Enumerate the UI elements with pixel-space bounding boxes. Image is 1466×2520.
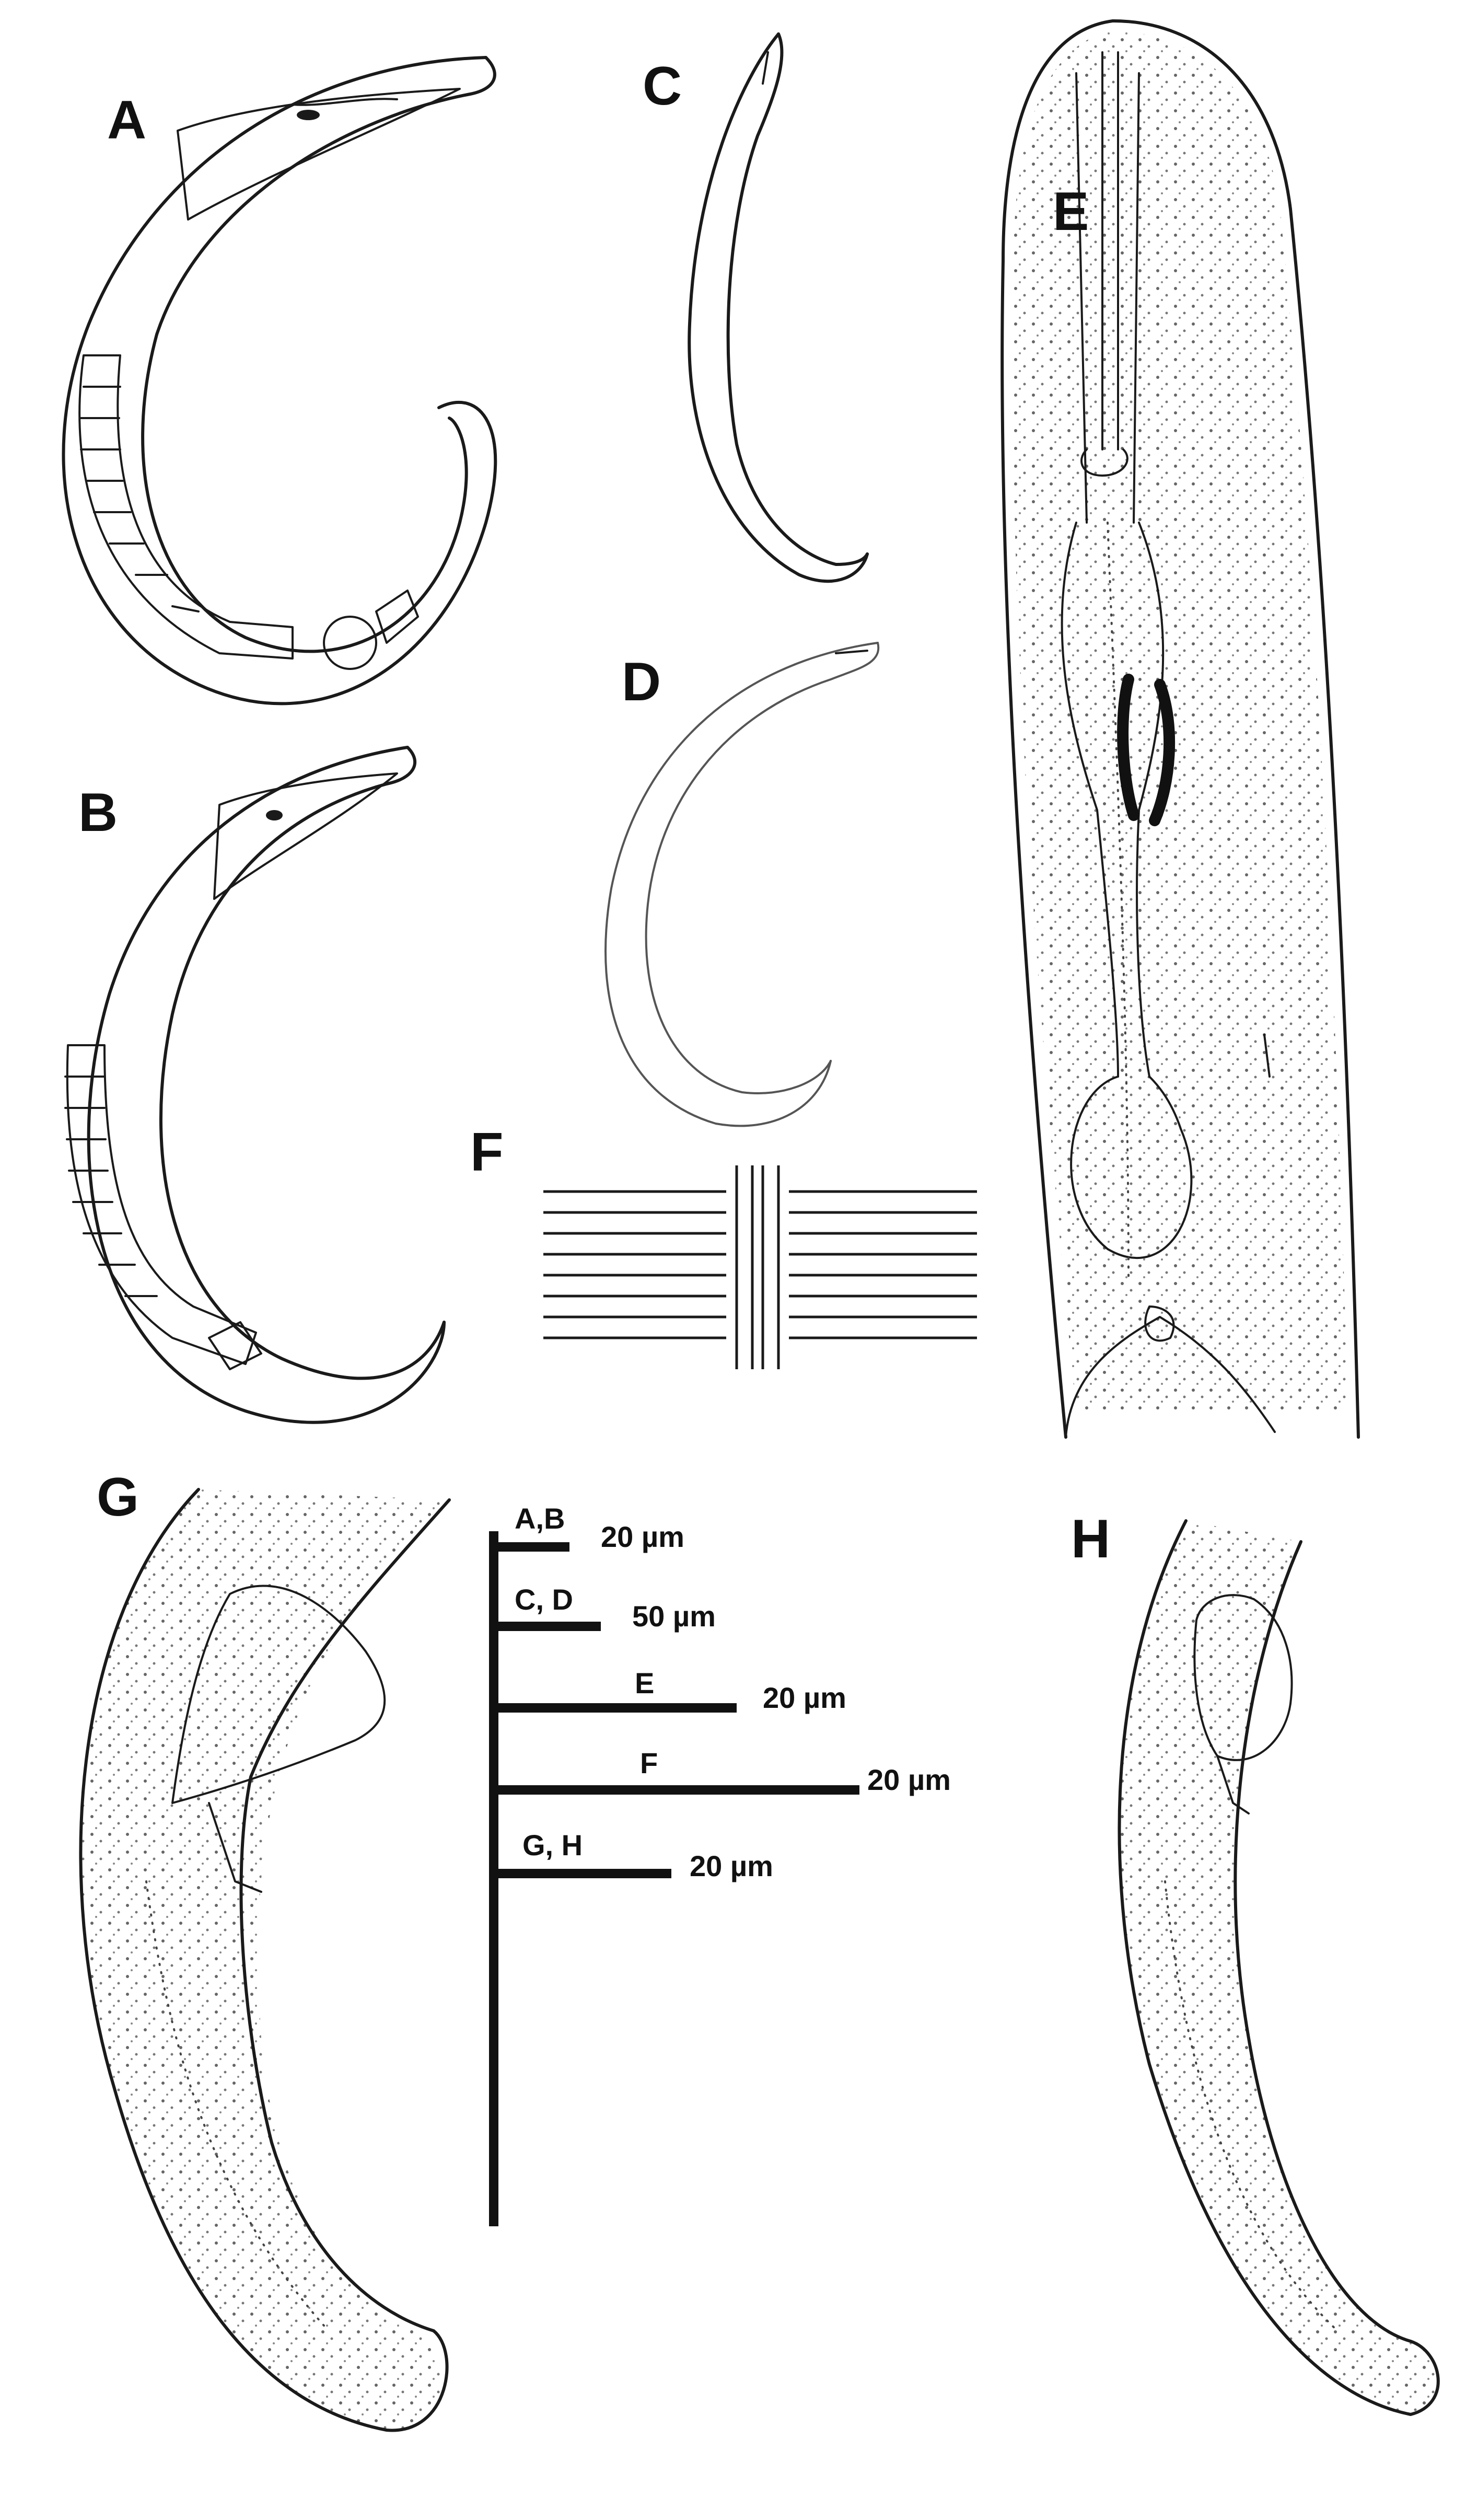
panel-b-drawing: [64, 746, 446, 1424]
panel-h-label: H: [1071, 1509, 1110, 1569]
scale-bar-cd-label: C, D: [515, 1583, 573, 1616]
panel-b-ovary: [64, 1044, 262, 1370]
scale-bar-ab-value: 20 µm: [601, 1520, 684, 1553]
panel-c-label: C: [643, 56, 682, 117]
scale-bar-e-value: 20 µm: [763, 1681, 846, 1714]
panel-f-drawing: [543, 1165, 977, 1369]
panel-g-drawing: [79, 1488, 451, 2432]
scale-bar-f-value: 20 µm: [867, 1763, 951, 1796]
panel-b-label: B: [78, 782, 118, 843]
panel-d-drawing: [604, 642, 880, 1127]
panel-a-label: A: [107, 90, 146, 151]
panel-a-drawing: [62, 56, 497, 706]
panel-c-drawing: [688, 32, 869, 583]
panel-d-label: D: [622, 652, 661, 712]
scale-bar-gh-label: G, H: [522, 1829, 583, 1862]
scale-bar-f-label: F: [640, 1747, 658, 1779]
scale-bar-e-label: E: [635, 1667, 654, 1700]
panel-h-drawing: [1118, 1519, 1440, 2416]
scale-bar-ab-label: A,B: [515, 1502, 565, 1535]
scale-bar-group: A,B 20 µm C, D 50 µm E 20 µm F 20 µm G, …: [489, 1502, 951, 2226]
panel-f-label: F: [470, 1122, 504, 1183]
scale-bar-gh-value: 20 µm: [690, 1849, 773, 1882]
panel-g-label: G: [97, 1467, 139, 1528]
scale-bar-cd-value: 50 µm: [632, 1600, 716, 1633]
panel-e-label: E: [1053, 181, 1089, 242]
panel-a-ovary: [78, 354, 419, 670]
panel-e-drawing: [1000, 19, 1360, 1439]
